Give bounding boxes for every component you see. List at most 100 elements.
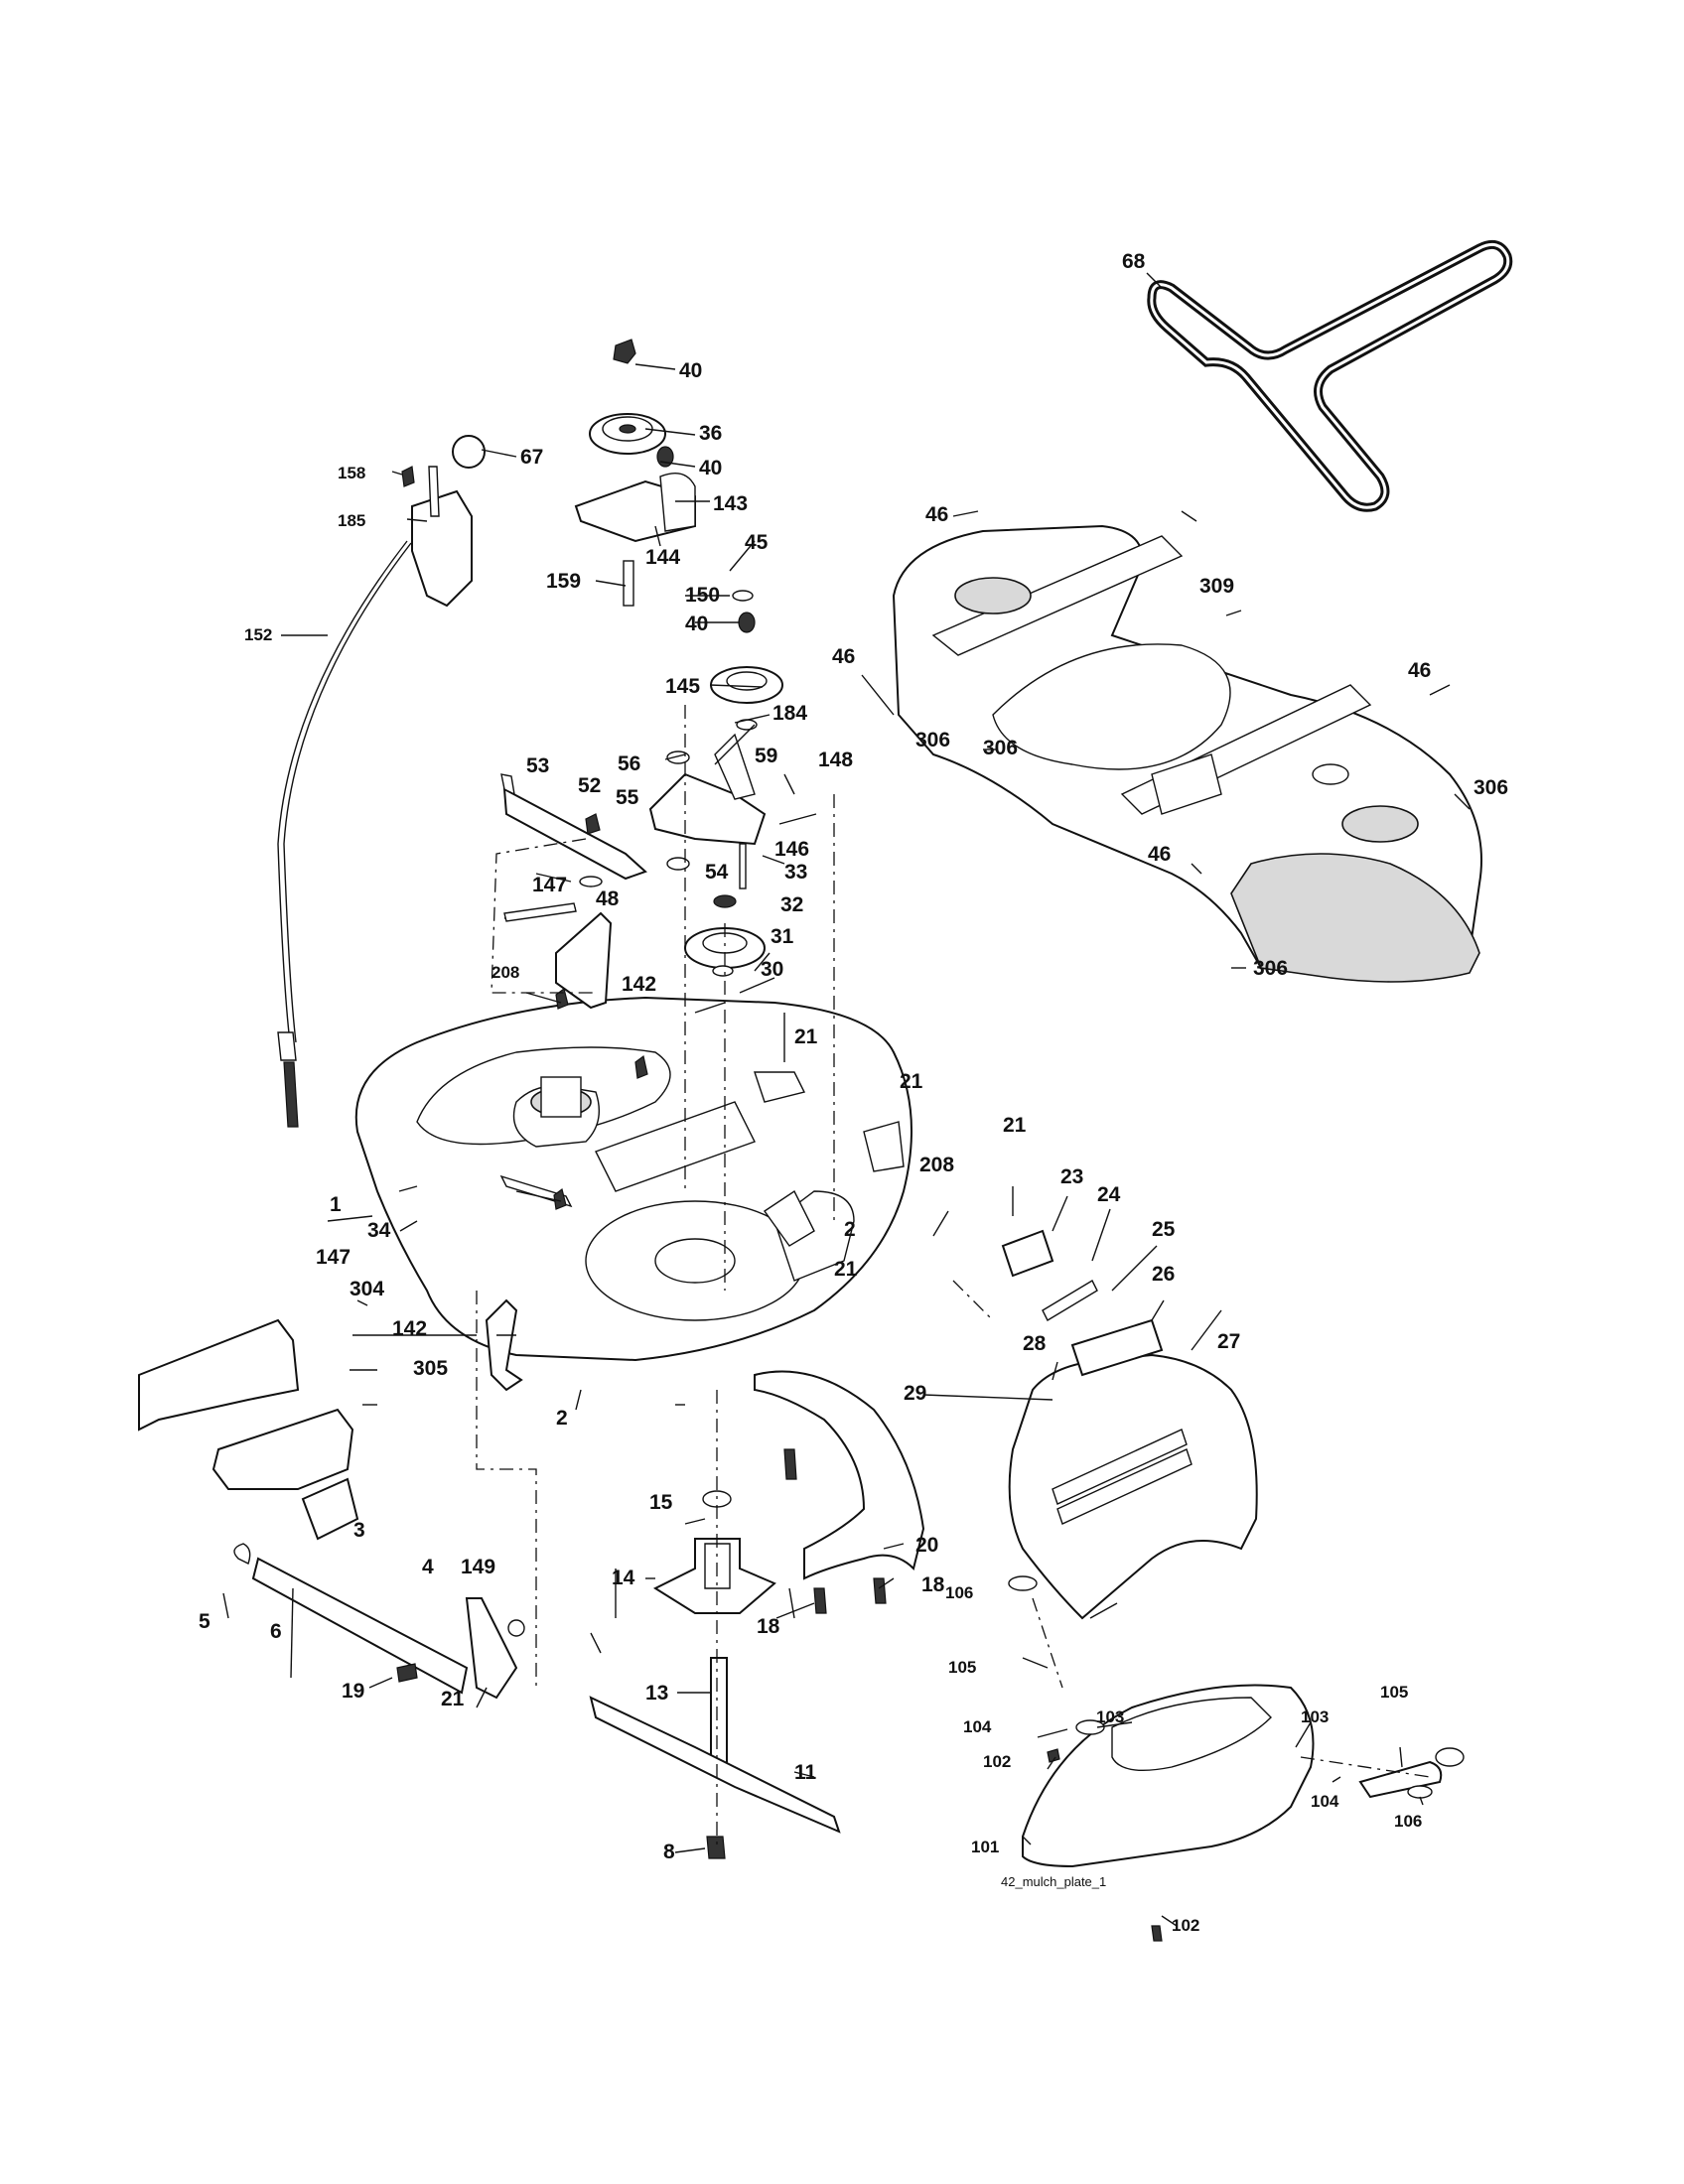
label-15: 15 <box>649 1491 673 1514</box>
label-67: 67 <box>520 446 543 469</box>
label-147: 147 <box>316 1246 351 1269</box>
drive-belt <box>1147 239 1513 512</box>
label-149: 149 <box>461 1556 495 1578</box>
label-21: 21 <box>794 1025 818 1048</box>
label-146: 146 <box>774 838 809 861</box>
label-103: 103 <box>1096 1707 1124 1726</box>
discharge-deflector <box>922 1229 1258 1620</box>
mower-deck <box>354 996 912 1362</box>
mulch-plate <box>1008 1575 1465 1942</box>
label-25: 25 <box>1152 1218 1176 1241</box>
lift-cable-assembly <box>277 435 486 1128</box>
label-105: 105 <box>948 1658 976 1677</box>
spindle-pulley-on-deck <box>540 1076 582 1118</box>
label-54: 54 <box>705 861 729 884</box>
label-145: 145 <box>665 675 700 698</box>
label-46: 46 <box>832 645 855 668</box>
label-14: 14 <box>612 1567 635 1589</box>
idler-pulley-stack <box>574 339 783 977</box>
label-31: 31 <box>771 925 794 948</box>
label-185: 185 <box>338 511 365 530</box>
label-142: 142 <box>392 1317 427 1340</box>
label-106: 106 <box>945 1583 973 1602</box>
label-46: 46 <box>1148 843 1171 866</box>
label-52: 52 <box>578 774 601 797</box>
label-208: 208 <box>491 963 519 982</box>
label-208: 208 <box>919 1154 954 1176</box>
label-104: 104 <box>1311 1792 1339 1811</box>
idler-arm-brackets <box>485 773 905 1392</box>
label-53: 53 <box>526 754 549 777</box>
label-21: 21 <box>900 1070 923 1093</box>
label-40: 40 <box>685 613 708 635</box>
assembly-centerlines <box>476 705 1431 1846</box>
label-158: 158 <box>338 464 365 482</box>
label-152: 152 <box>244 625 272 644</box>
label-5: 5 <box>199 1610 210 1633</box>
spindle-and-blade <box>589 1490 841 1859</box>
label-184: 184 <box>772 702 807 725</box>
label-19: 19 <box>342 1680 364 1703</box>
belt-cover <box>892 524 1482 983</box>
label-1: 1 <box>330 1193 342 1216</box>
label-20: 20 <box>915 1534 938 1557</box>
label-2: 2 <box>556 1407 568 1430</box>
label-105: 105 <box>1380 1683 1408 1702</box>
label-40: 40 <box>679 359 702 382</box>
label-34: 34 <box>367 1219 391 1242</box>
label-59: 59 <box>755 745 777 767</box>
label-13: 13 <box>645 1682 668 1705</box>
label-103: 103 <box>1301 1707 1329 1726</box>
label-304: 304 <box>350 1278 384 1300</box>
label-68: 68 <box>1122 250 1146 273</box>
label-18: 18 <box>921 1573 945 1596</box>
label-143: 143 <box>713 492 748 515</box>
label-159: 159 <box>546 570 581 593</box>
label-306: 306 <box>1474 776 1508 799</box>
label-142: 142 <box>622 973 656 996</box>
label-101: 101 <box>971 1838 999 1856</box>
label-18: 18 <box>757 1615 780 1638</box>
label-3: 3 <box>353 1519 365 1542</box>
label-148: 148 <box>818 749 853 771</box>
label-33: 33 <box>784 861 807 884</box>
label-23: 23 <box>1060 1165 1083 1188</box>
label-21: 21 <box>1003 1114 1027 1137</box>
label-8: 8 <box>663 1841 675 1863</box>
label-30: 30 <box>761 958 783 981</box>
label-27: 27 <box>1217 1330 1240 1353</box>
label-26: 26 <box>1152 1263 1175 1286</box>
label-2: 2 <box>844 1218 856 1241</box>
label-24: 24 <box>1097 1183 1121 1206</box>
label-102: 102 <box>1172 1916 1199 1935</box>
label-56: 56 <box>618 752 640 775</box>
label-11: 11 <box>794 1761 817 1784</box>
label-21: 21 <box>441 1688 465 1710</box>
label-48: 48 <box>596 887 620 910</box>
label-45: 45 <box>745 531 769 554</box>
label-40: 40 <box>699 457 722 479</box>
label-104: 104 <box>963 1717 992 1736</box>
label-46: 46 <box>925 503 948 526</box>
label-144: 144 <box>645 546 680 569</box>
label-147: 147 <box>532 874 567 896</box>
diagram-caption: 42_mulch_plate_1 <box>1001 1874 1106 1889</box>
label-21: 21 <box>834 1258 858 1281</box>
label-106: 106 <box>1394 1812 1422 1831</box>
label-4: 4 <box>422 1556 434 1578</box>
label-46: 46 <box>1408 659 1431 682</box>
label-150: 150 <box>685 584 720 607</box>
label-36: 36 <box>699 422 722 445</box>
label-28: 28 <box>1023 1332 1047 1355</box>
lift-linkage <box>233 1477 525 1700</box>
label-29: 29 <box>904 1382 926 1405</box>
label-306: 306 <box>983 737 1018 759</box>
label-32: 32 <box>780 893 803 916</box>
label-306: 306 <box>1253 957 1288 980</box>
part-number-labels: 40 36 40 67 158 185 143 144 45 159 150 4… <box>199 250 1508 1935</box>
label-55: 55 <box>616 786 639 809</box>
deck-side-brackets <box>138 1318 354 1490</box>
label-leaders <box>222 272 1471 1927</box>
label-309: 309 <box>1199 575 1234 598</box>
